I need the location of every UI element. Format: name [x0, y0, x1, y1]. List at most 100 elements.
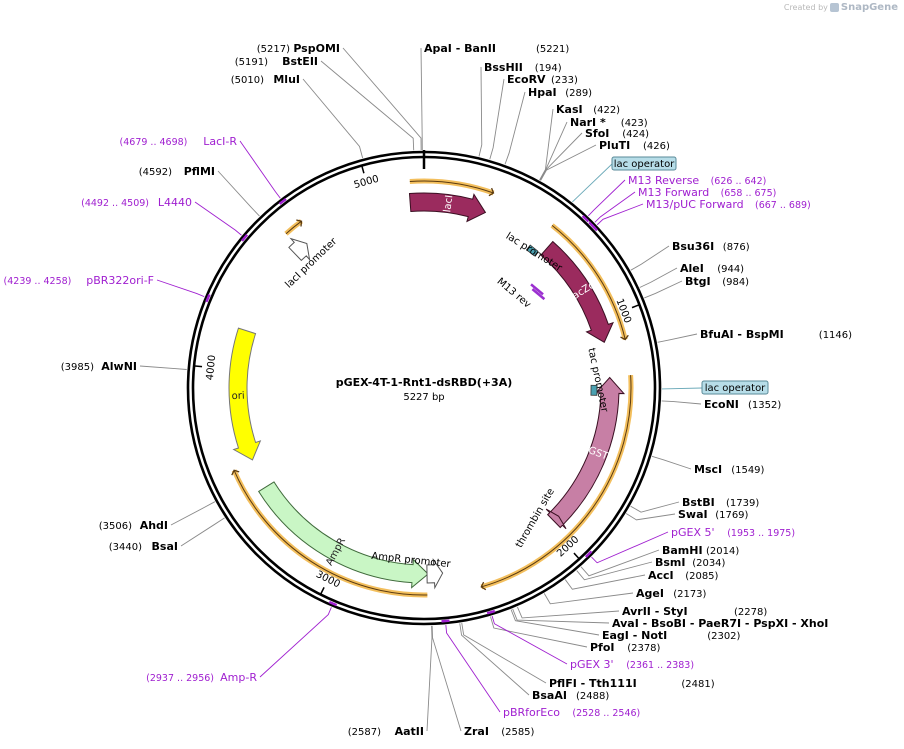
enzyme-site-label[interactable]: PspOMI(5217) — [257, 42, 340, 55]
enzyme-name: PflFI - Tth111I — [549, 677, 637, 690]
plasmid-size: 5227 bp — [403, 392, 444, 403]
primer-range: (2528 .. 2546) — [572, 708, 640, 719]
enzyme-site-label[interactable]: EagI - NotI(2302) — [602, 629, 741, 642]
primer-range: (626 .. 642) — [711, 176, 767, 187]
enzyme-leader-line — [478, 66, 483, 157]
enzyme-location: (3506) — [99, 521, 132, 532]
enzyme-leader-line — [630, 245, 670, 271]
enzyme-location: (4592) — [139, 167, 172, 178]
feature-laci-arrow — [408, 192, 487, 223]
enzyme-location: (2302) — [707, 631, 740, 642]
enzyme-site-label[interactable]: PflMI(4592) — [139, 165, 215, 178]
enzyme-name: AatII — [395, 725, 424, 738]
enzyme-name: MscI — [694, 463, 722, 476]
enzyme-leader-line — [320, 60, 415, 151]
enzyme-site-label[interactable]: BstEII(5191) — [235, 55, 318, 68]
snapgene-watermark: Created by SnapGene — [784, 2, 898, 13]
primer-label[interactable]: LacI-R(4679 .. 4698) — [120, 135, 238, 148]
enzyme-location: (422) — [593, 105, 620, 116]
enzyme-location: (944) — [717, 264, 744, 275]
enzyme-site-label[interactable]: BsaI(3440) — [109, 540, 178, 553]
primer-range: (4239 .. 4258) — [4, 276, 72, 287]
enzyme-site-label[interactable]: Bsu36I(876) — [672, 240, 750, 253]
enzyme-site-label[interactable]: EcoNI(1352) — [704, 398, 781, 411]
feature-laczα-arrow — [540, 240, 614, 343]
plasmid-name: pGEX-4T-1-Rnt1-dsRBD(+3A) — [336, 376, 513, 389]
enzyme-site-label[interactable]: PluTI(426) — [599, 139, 670, 152]
primer-label[interactable]: pGEX 5'(1953 .. 1975) — [671, 526, 795, 539]
enzyme-site-label[interactable]: BtgI(984) — [685, 275, 749, 288]
primer-name: LacI-R — [203, 135, 237, 148]
enzyme-leader-line — [651, 455, 692, 470]
enzyme-name: BsaI — [152, 540, 178, 553]
enzyme-site-label[interactable]: HpaI(289) — [528, 86, 592, 99]
primer-site-marker — [590, 223, 598, 232]
lac-operator-box — [611, 156, 677, 171]
watermark-brand: SnapGene — [840, 2, 898, 13]
enzyme-site-label[interactable]: AhdI (3506) — [99, 519, 168, 532]
enzyme-location: (1769) — [715, 510, 748, 521]
enzyme-site-label[interactable]: AleI(944) — [680, 262, 744, 275]
enzyme-site-label[interactable]: AccI(2085) — [648, 569, 719, 582]
enzyme-site-label[interactable]: BsaAI(2488) — [532, 689, 609, 702]
primer-label[interactable]: pGEX 3'(2361 .. 2383) — [570, 658, 694, 671]
enzyme-leader-line — [516, 606, 620, 619]
enzyme-site-label[interactable]: KasI(422) — [556, 103, 620, 116]
enzyme-site-label[interactable]: AvaI - BsoBI - PaeR7I - PspXI - XhoI(229… — [612, 617, 904, 630]
enzyme-name: PluTI — [599, 139, 630, 152]
primer-leader-line — [594, 191, 636, 223]
primer-label[interactable]: pBR322ori-F(4239 .. 4258) — [4, 274, 154, 287]
translation-arc-line — [233, 470, 428, 596]
enzyme-site-label[interactable]: EcoRV (233) — [507, 73, 578, 86]
enzyme-site-label[interactable]: AvrII - StyI(2278) — [622, 605, 767, 618]
enzyme-site-label[interactable]: AgeI(2173) — [636, 587, 707, 600]
enzyme-site-label[interactable]: ApaI - BanII(5221) — [424, 42, 569, 55]
enzyme-site-label[interactable]: PflFI - Tth111I (2481) — [549, 677, 715, 690]
primer-site-marker — [581, 215, 590, 223]
primer-site-marker — [328, 600, 338, 607]
translation-arc-arrowhead — [296, 219, 303, 227]
primer-label[interactable]: M13 Forward(658 .. 675) — [638, 186, 776, 199]
primer-label[interactable]: pBRforEco(2528 .. 2546) — [503, 706, 640, 719]
enzyme-location: (2587) — [348, 727, 381, 738]
enzyme-location: (876) — [723, 242, 750, 253]
primer-leader-line — [596, 203, 644, 226]
enzyme-site-label[interactable]: MscI(1549) — [694, 463, 765, 476]
enzyme-site-label[interactable]: BamHI(2014) — [662, 544, 739, 557]
enzyme-site-label[interactable]: AatII (2587) — [348, 725, 424, 738]
enzyme-site-label[interactable]: PfoI(2378) — [590, 641, 661, 654]
enzyme-site-label[interactable]: BssHII(194) — [484, 61, 562, 74]
enzyme-site-label[interactable]: NarI *(423) — [570, 116, 648, 129]
enzyme-site-label[interactable]: AlwNI(3985) — [61, 360, 137, 373]
enzyme-site-label[interactable]: ZraI(2585) — [464, 725, 535, 738]
primer-label[interactable]: M13/pUC Forward(667 .. 689) — [646, 198, 811, 211]
enzyme-site-label[interactable]: SwaI(1769) — [678, 508, 749, 521]
enzyme-leader-line — [540, 144, 597, 181]
enzyme-name: EcoRV — [507, 73, 546, 86]
enzyme-leader-line — [461, 622, 547, 684]
enzyme-location: (2481) — [681, 679, 714, 690]
enzyme-leader-line — [661, 400, 702, 405]
feature-thrombin-arrow — [545, 508, 567, 530]
primer-range: (667 .. 689) — [755, 200, 811, 211]
primer-name: M13 Reverse — [628, 174, 699, 187]
primer-label[interactable]: L4440(4492 .. 4509) — [81, 196, 192, 209]
operator-leader-line — [572, 163, 613, 203]
enzyme-site-label[interactable]: MluI(5010) — [231, 73, 300, 86]
enzyme-leader-line — [489, 78, 505, 160]
feature-label: lacI — [442, 194, 455, 213]
enzyme-leader-line — [510, 609, 600, 636]
primer-label[interactable]: Amp-R(2937 .. 2956) — [146, 671, 257, 684]
enzyme-location: (5221) — [536, 44, 569, 55]
primer-name: pGEX 3' — [570, 658, 614, 671]
enzyme-location: (2014) — [706, 546, 739, 557]
enzyme-location: (5217) — [257, 44, 290, 55]
primer-label[interactable]: M13 Reverse (626 .. 642) — [628, 174, 766, 187]
enzyme-name: AhdI — [140, 519, 168, 532]
enzyme-location: (233) — [551, 75, 578, 86]
enzyme-site-label[interactable]: BsmI(2034) — [655, 556, 726, 569]
enzyme-site-label[interactable]: SfoI(424) — [585, 127, 649, 140]
enzyme-site-label[interactable]: BfuAI - BspMI(1146) — [700, 328, 852, 341]
enzyme-site-label[interactable]: BstBI(1739) — [682, 496, 759, 509]
feature-label: ori — [231, 391, 244, 403]
